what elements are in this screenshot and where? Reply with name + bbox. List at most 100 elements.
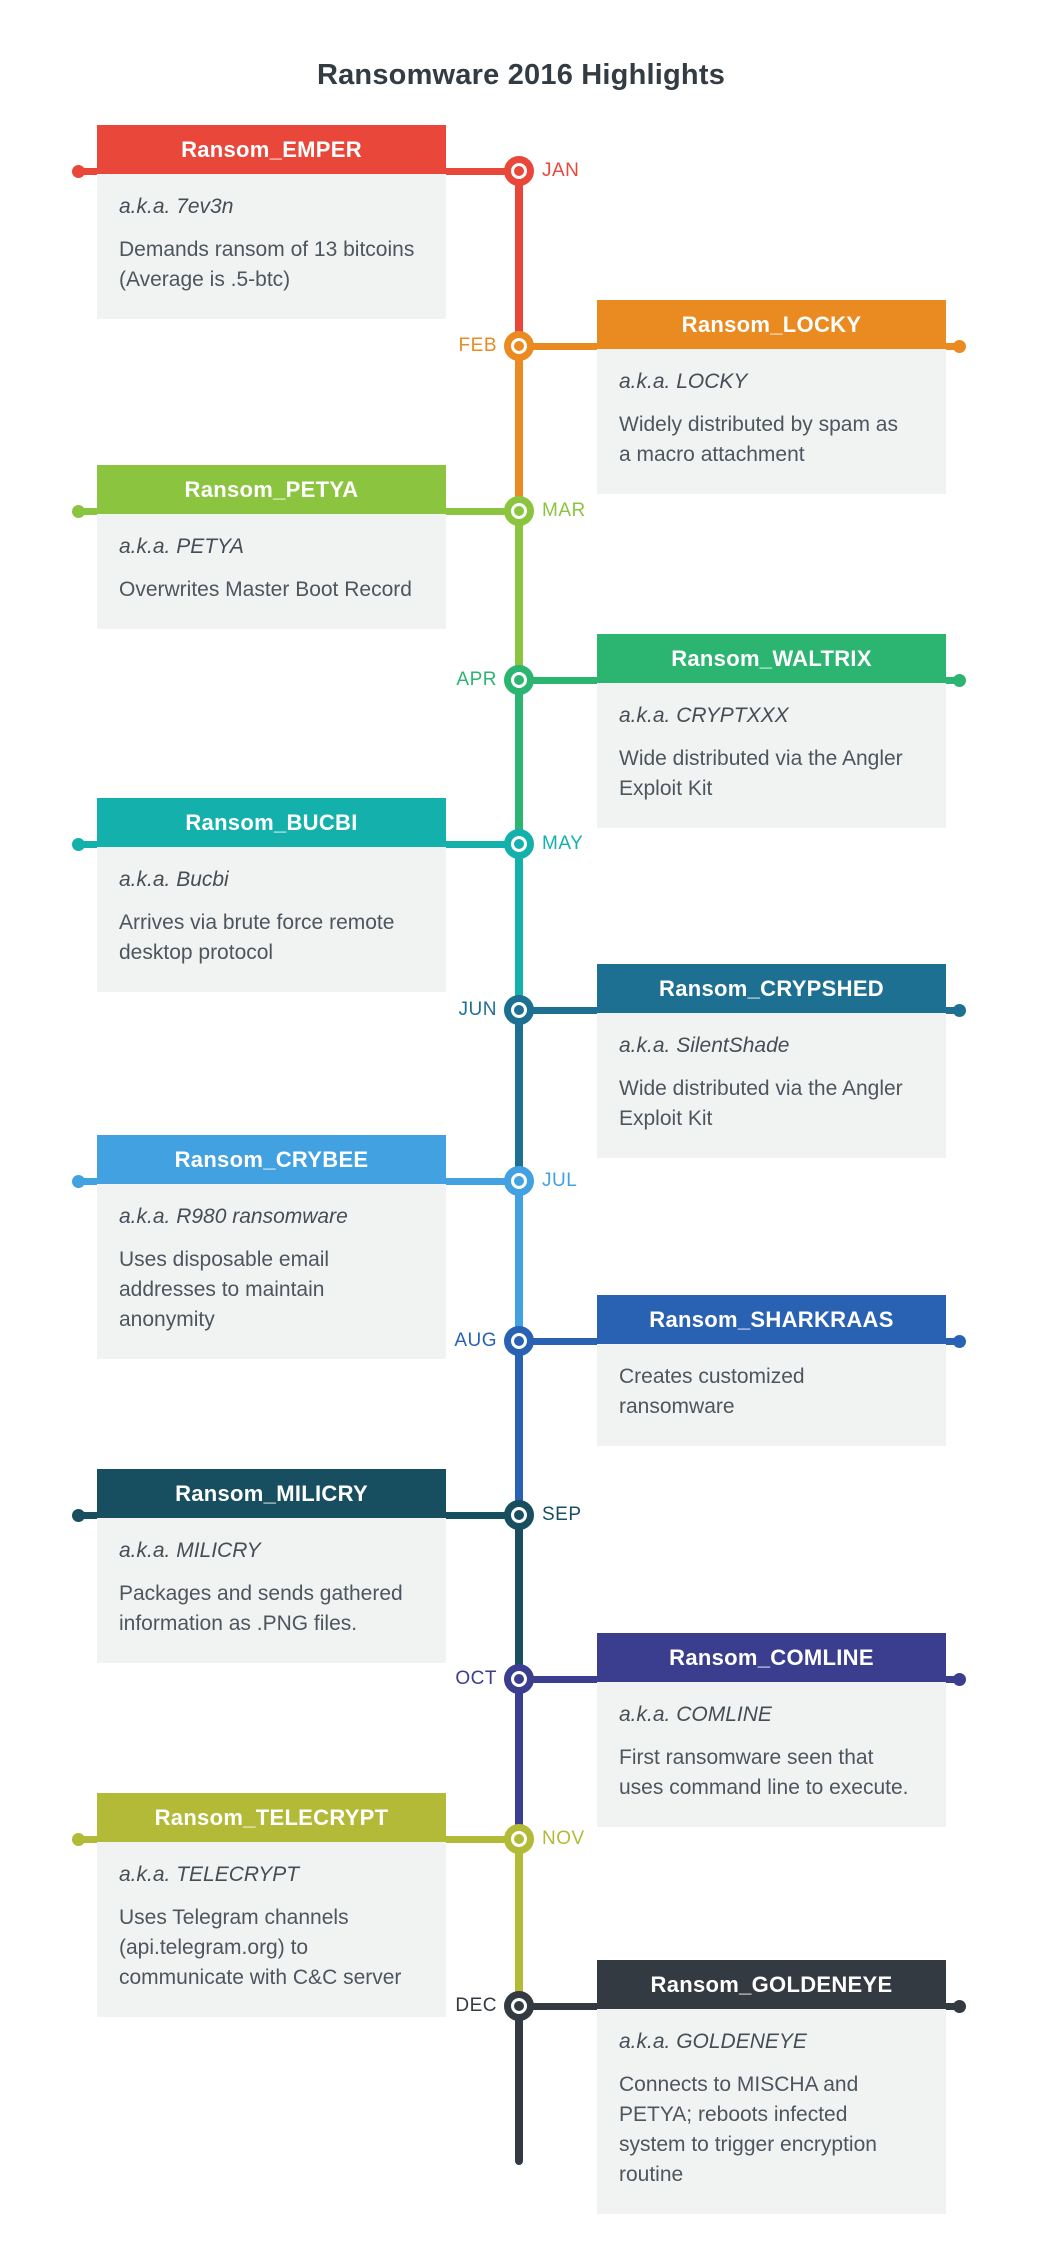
card-description: First ransomware seen that uses command …	[619, 1746, 909, 1799]
timeline-segment	[515, 171, 523, 346]
month-label: OCT	[455, 1668, 497, 1689]
connector-end-dot	[953, 1335, 966, 1348]
timeline-node-dot	[514, 839, 524, 849]
card-alias: a.k.a. R980 ransomware	[119, 1205, 348, 1228]
timeline-node-dot	[514, 506, 524, 516]
card-title: Ransom_COMLINE	[597, 1633, 946, 1682]
card-body: a.k.a. GOLDENEYE Connects to MISCHA and …	[597, 2009, 946, 2214]
card-description: Creates customized ransomware	[619, 1365, 805, 1418]
timeline-node	[504, 156, 534, 186]
card-body: a.k.a. TELECRYPT Uses Telegram channels …	[97, 1842, 446, 2017]
month-label: DEC	[455, 1995, 497, 2016]
timeline-node-dot	[514, 675, 524, 685]
card-title: Ransom_LOCKY	[597, 300, 946, 349]
connector-end-dot	[953, 1004, 966, 1017]
connector-end-dot	[953, 1673, 966, 1686]
card-description: Overwrites Master Boot Record	[119, 578, 412, 601]
timeline-node-dot	[514, 166, 524, 176]
card-alias: a.k.a. Bucbi	[119, 868, 229, 891]
card-body: a.k.a. MILICRY Packages and sends gather…	[97, 1518, 446, 1663]
timeline-node	[504, 1664, 534, 1694]
timeline-node	[504, 1991, 534, 2021]
card-description: Connects to MISCHA and PETYA; reboots in…	[619, 2073, 877, 2186]
card-title: Ransom_PETYA	[97, 465, 446, 514]
card-alias: a.k.a. TELECRYPT	[119, 1863, 300, 1886]
month-label: JUN	[458, 999, 497, 1020]
connector-end-dot	[953, 674, 966, 687]
card-body: a.k.a. PETYA Overwrites Master Boot Reco…	[97, 514, 446, 629]
ransomware-card: Ransom_COMLINE a.k.a. COMLINE First rans…	[597, 1633, 946, 1827]
timeline-segment	[515, 1839, 523, 2006]
page-title: Ransomware 2016 Highlights	[316, 59, 726, 92]
card-title: Ransom_MILICRY	[97, 1469, 446, 1518]
ransomware-card: Ransom_CRYBEE a.k.a. R980 ransomware Use…	[97, 1135, 446, 1359]
month-label: FEB	[458, 335, 497, 356]
ransomware-card: Ransom_PETYA a.k.a. PETYA Overwrites Mas…	[97, 465, 446, 629]
ransomware-card: Ransom_CRYPSHED a.k.a. SilentShade Wide …	[597, 964, 946, 1158]
connector-end-dot	[72, 165, 85, 178]
card-alias: a.k.a. COMLINE	[619, 1703, 772, 1726]
timeline-node-dot	[514, 1510, 524, 1520]
card-title: Ransom_GOLDENEYE	[597, 1960, 946, 2009]
timeline-node-dot	[514, 1176, 524, 1186]
card-alias: a.k.a. LOCKY	[619, 370, 748, 393]
card-body: a.k.a. Bucbi Arrives via brute force rem…	[97, 847, 446, 992]
month-label: JAN	[542, 160, 580, 181]
timeline-node	[504, 829, 534, 859]
card-description: Arrives via brute force remote desktop p…	[119, 911, 395, 964]
card-title: Ransom_CRYBEE	[97, 1135, 446, 1184]
timeline-node	[504, 496, 534, 526]
card-alias: a.k.a. MILICRY	[119, 1539, 261, 1562]
card-description: Uses disposable email addresses to maint…	[119, 1248, 330, 1331]
card-title: Ransom_TELECRYPT	[97, 1793, 446, 1842]
timeline-node-dot	[514, 1005, 524, 1015]
connector-end-dot	[953, 340, 966, 353]
card-title: Ransom_CRYPSHED	[597, 964, 946, 1013]
month-label: MAY	[542, 833, 584, 854]
ransomware-card: Ransom_SHARKRAAS Creates customized rans…	[597, 1295, 946, 1446]
card-body: Creates customized ransomware	[597, 1344, 946, 1446]
connector-end-dot	[72, 1175, 85, 1188]
ransomware-card: Ransom_TELECRYPT a.k.a. TELECRYPT Uses T…	[97, 1793, 446, 2017]
timeline-node-dot	[514, 1834, 524, 1844]
ransomware-card: Ransom_BUCBI a.k.a. Bucbi Arrives via br…	[97, 798, 446, 992]
card-body: a.k.a. SilentShade Wide distributed via …	[597, 1013, 946, 1158]
card-alias: a.k.a. GOLDENEYE	[619, 2030, 807, 2053]
card-alias: a.k.a. SilentShade	[619, 1034, 790, 1057]
connector-end-dot	[72, 505, 85, 518]
card-description: Uses Telegram channels (api.telegram.org…	[119, 1906, 402, 1989]
card-body: a.k.a. LOCKY Widely distributed by spam …	[597, 349, 946, 494]
timeline-segment	[515, 2006, 523, 2165]
card-description: Wide distributed via the Angler Exploit …	[619, 747, 903, 800]
card-alias: a.k.a. CRYPTXXX	[619, 704, 789, 727]
card-title: Ransom_SHARKRAAS	[597, 1295, 946, 1344]
timeline-node-dot	[514, 341, 524, 351]
month-label: AUG	[454, 1330, 497, 1351]
card-alias: a.k.a. 7ev3n	[119, 195, 234, 218]
card-body: a.k.a. R980 ransomware Uses disposable e…	[97, 1184, 446, 1359]
connector-end-dot	[72, 1833, 85, 1846]
connector-end-dot	[953, 2000, 966, 2013]
month-label: NOV	[542, 1828, 585, 1849]
ransomware-card: Ransom_LOCKY a.k.a. LOCKY Widely distrib…	[597, 300, 946, 494]
ransomware-card: Ransom_MILICRY a.k.a. MILICRY Packages a…	[97, 1469, 446, 1663]
card-description: Demands ransom of 13 bitcoins (Average i…	[119, 238, 415, 291]
ransomware-card: Ransom_WALTRIX a.k.a. CRYPTXXX Wide dist…	[597, 634, 946, 828]
timeline-node	[504, 1326, 534, 1356]
timeline-segment	[515, 511, 523, 680]
timeline-segment	[515, 1181, 523, 1341]
card-body: a.k.a. CRYPTXXX Wide distributed via the…	[597, 683, 946, 828]
connector-end-dot	[72, 838, 85, 851]
card-description: Widely distributed by spam as a macro at…	[619, 413, 898, 466]
card-body: a.k.a. 7ev3n Demands ransom of 13 bitcoi…	[97, 174, 446, 319]
month-label: SEP	[542, 1504, 582, 1525]
card-description: Wide distributed via the Angler Exploit …	[619, 1077, 903, 1130]
card-description: Packages and sends gathered information …	[119, 1582, 403, 1635]
timeline-segment	[515, 346, 523, 511]
card-title: Ransom_BUCBI	[97, 798, 446, 847]
timeline-segment	[515, 1515, 523, 1679]
timeline-segment	[515, 1679, 523, 1839]
ransomware-card: Ransom_GOLDENEYE a.k.a. GOLDENEYE Connec…	[597, 1960, 946, 2214]
card-body: a.k.a. COMLINE First ransomware seen tha…	[597, 1682, 946, 1827]
